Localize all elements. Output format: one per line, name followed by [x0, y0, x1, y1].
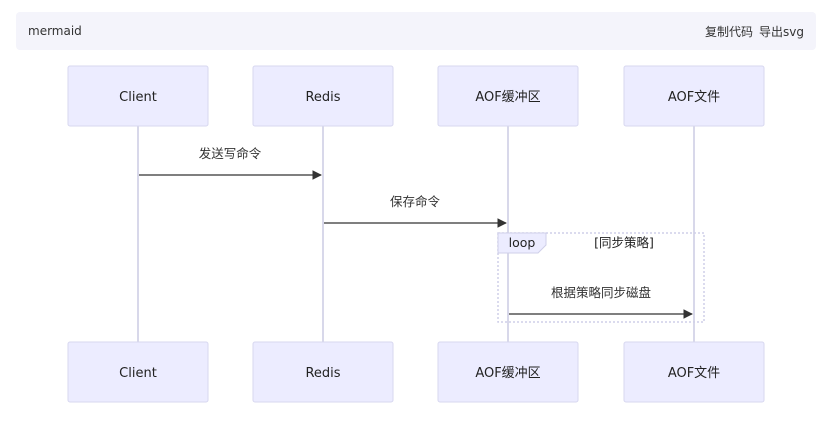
toolbar-actions: 复制代码 导出svg [705, 23, 804, 40]
message-label: 根据策略同步磁盘 [551, 285, 651, 300]
toolbar-title: mermaid [28, 24, 82, 38]
actor-redis-top: Redis [252, 65, 394, 127]
actor-client-top: Client [67, 65, 209, 127]
actor-label: Client [119, 90, 157, 105]
actor-label: AOF文件 [668, 90, 720, 105]
actor-aof-file-bottom: AOF文件 [623, 341, 765, 403]
message-label: 发送写命令 [199, 146, 262, 161]
copy-code-button[interactable]: 复制代码 [705, 24, 754, 39]
actor-aof-buffer-bottom: AOF缓冲区 [437, 341, 579, 403]
actor-label: AOF缓冲区 [475, 366, 540, 381]
loop-condition: [同步策略] [594, 235, 654, 250]
loop-keyword: loop [509, 235, 536, 250]
actor-label: Redis [305, 366, 340, 381]
actor-aof-buffer-top: AOF缓冲区 [437, 65, 579, 127]
loop-box [497, 232, 705, 323]
export-svg-button[interactable]: 导出svg [759, 24, 804, 39]
toolbar: mermaid 复制代码 导出svg [16, 12, 816, 50]
actor-client-bottom: Client [67, 341, 209, 403]
actor-label: Client [119, 366, 157, 381]
message-label: 保存命令 [390, 194, 441, 209]
actor-label: AOF文件 [668, 366, 720, 381]
actor-redis-bottom: Redis [252, 341, 394, 403]
actor-label: Redis [305, 90, 340, 105]
loop-label-tab [497, 232, 547, 254]
actor-label: AOF缓冲区 [475, 90, 540, 105]
actor-aof-file-top: AOF文件 [623, 65, 765, 127]
